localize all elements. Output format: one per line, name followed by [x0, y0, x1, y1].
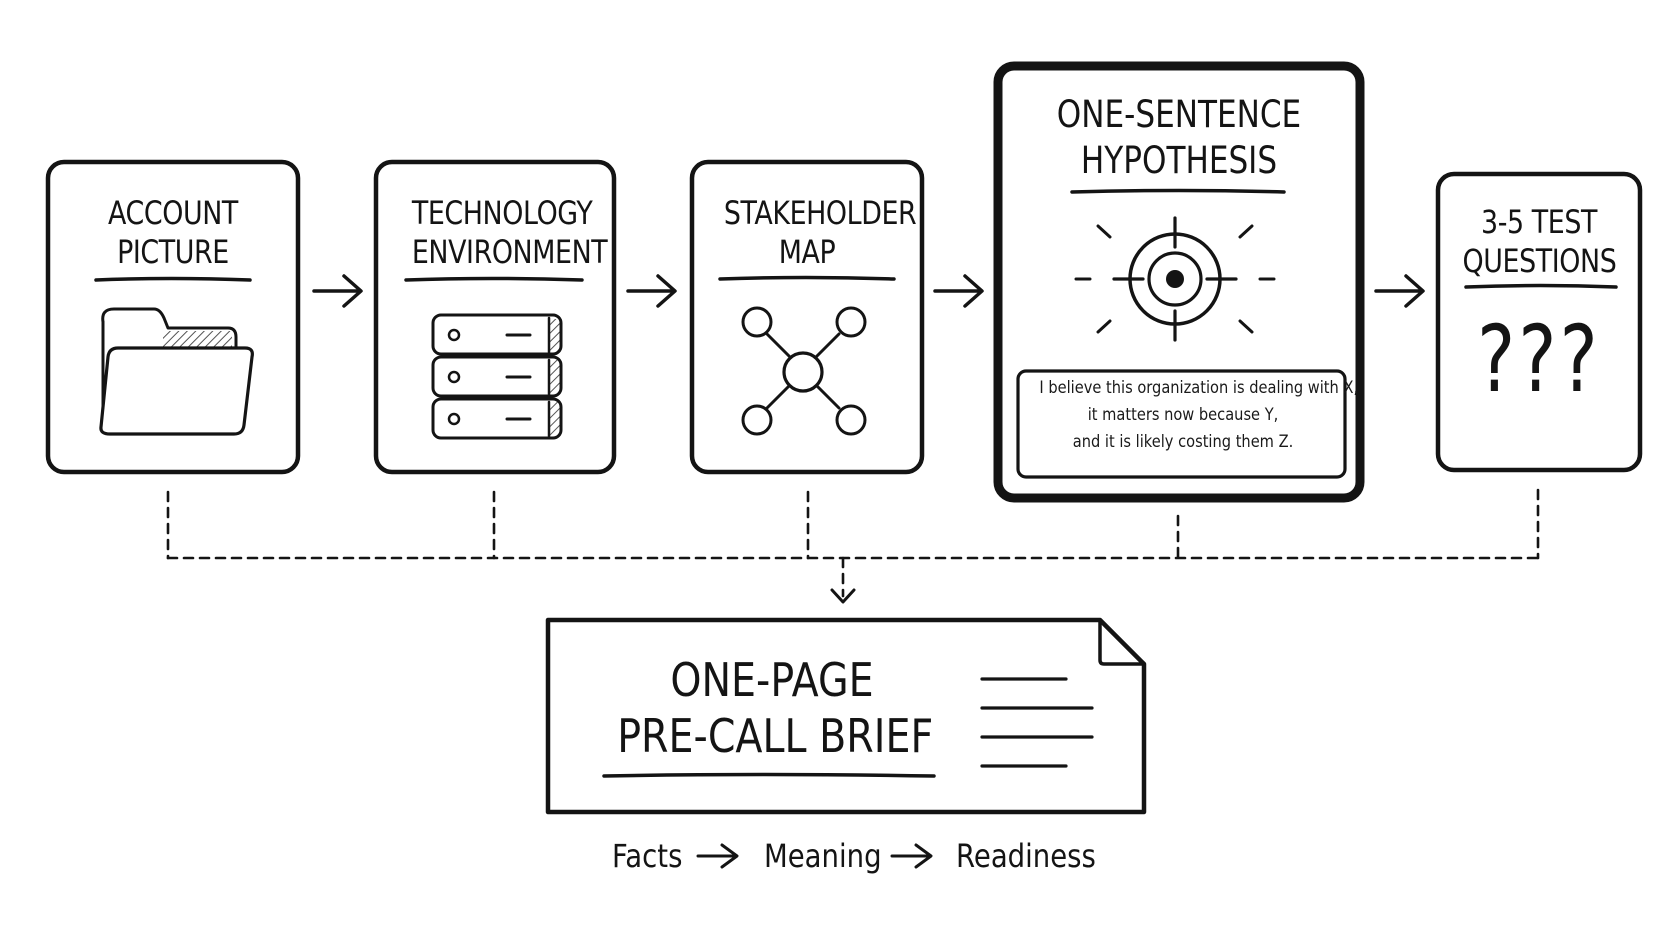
card-account-picture: [45, 159, 301, 475]
card-title-line: ONE-SENTENCE: [1056, 93, 1302, 136]
output-brief-document: [545, 617, 1147, 815]
card-title: ACCOUNT PICTURE: [93, 194, 253, 272]
output-brief-title-line: PRE-CALL BRIEF: [617, 709, 934, 763]
network-icon: [741, 306, 867, 436]
question-marks-icon: ???: [1477, 306, 1601, 413]
down-arrow-icon: [830, 588, 856, 604]
card-title: STAKEHOLDER MAP: [723, 194, 917, 272]
output-brief-title-line: ONE-PAGE: [670, 653, 874, 707]
flow-step-readiness: Readiness: [956, 837, 1096, 875]
card-technology-environment: [373, 159, 617, 475]
card-technology-environment-underline: [404, 276, 584, 282]
card-stakeholder-map: [689, 159, 925, 475]
right-arrow-icon: [890, 843, 933, 869]
right-arrow-icon: [312, 274, 363, 308]
card-title-line: PICTURE: [117, 233, 229, 271]
output-brief-underline: [602, 772, 936, 778]
card-title-line: ACCOUNT: [108, 194, 238, 232]
card-title: ONE-SENTENCE HYPOTHESIS: [1054, 92, 1304, 184]
card-test-questions: [1435, 171, 1643, 473]
right-arrow-icon: [696, 843, 739, 869]
hypothesis-sentence-line: I believe this organization is dealing w…: [1039, 378, 1359, 398]
flow-step-facts: Facts: [612, 837, 683, 875]
document-lines-icon: [980, 677, 1094, 768]
output-brief-title: ONE-PAGE PRE-CALL BRIEF: [617, 652, 934, 764]
target-icon: [1074, 216, 1276, 342]
right-arrow-icon: [933, 274, 984, 308]
hypothesis-sentence-line: and it is likely costing them Z.: [1072, 432, 1294, 452]
card-title: 3-5 TEST QUESTIONS: [1462, 203, 1617, 281]
hypothesis-sentence: I believe this organization is dealing w…: [1039, 375, 1359, 456]
hypothesis-sentence-line: it matters now because Y,: [1087, 405, 1279, 425]
card-title-line: QUESTIONS: [1462, 242, 1617, 280]
card-title: TECHNOLOGY ENVIRONMENT: [411, 194, 608, 272]
card-title-line: 3-5 TEST: [1481, 203, 1597, 241]
right-arrow-icon: [626, 274, 677, 308]
card-stakeholder-map-underline: [718, 275, 896, 281]
card-title-line: HYPOTHESIS: [1080, 139, 1278, 182]
folder-icon: [99, 307, 254, 436]
flow-step-meaning: Meaning: [764, 837, 882, 875]
card-one-sentence-hypothesis-underline: [1070, 188, 1286, 194]
card-one-sentence-hypothesis: [993, 61, 1365, 503]
card-test-questions-underline: [1464, 283, 1618, 289]
right-arrow-icon: [1374, 274, 1425, 308]
card-title-line: TECHNOLOGY: [411, 194, 593, 232]
card-title-line: ENVIRONMENT: [411, 233, 608, 271]
server-stack-icon: [431, 313, 563, 440]
hypothesis-sentence-box: [1016, 369, 1347, 479]
dashed-connector: [166, 488, 1540, 598]
card-title-line: STAKEHOLDER: [723, 194, 917, 232]
card-account-picture-underline: [94, 276, 252, 282]
card-title-line: MAP: [778, 233, 836, 271]
